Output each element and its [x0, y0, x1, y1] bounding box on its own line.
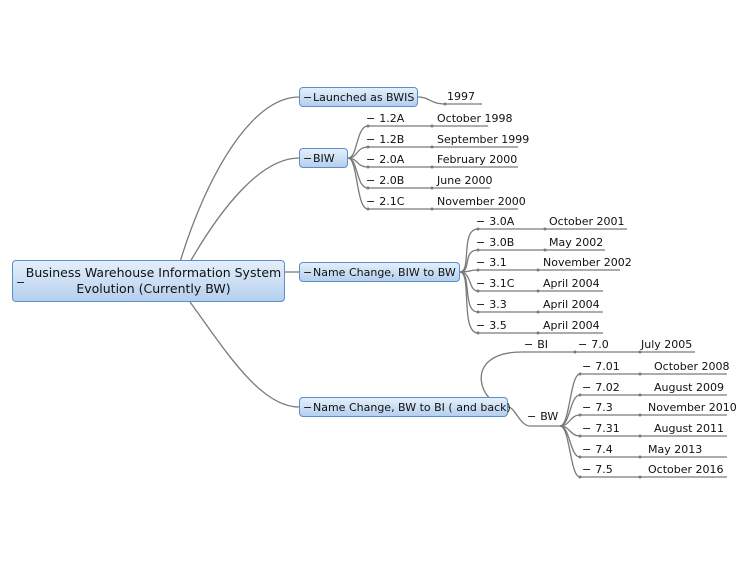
version-node[interactable]: −3.1 — [476, 256, 507, 269]
version-node[interactable]: −1.2B — [366, 133, 405, 146]
leaf-date: November 2010 — [648, 401, 737, 414]
leaf-date: April 2004 — [543, 319, 600, 332]
leaf-date: August 2011 — [654, 422, 724, 435]
version-node[interactable]: −7.5 — [582, 463, 613, 476]
collapse-toggle[interactable]: − — [303, 152, 313, 165]
collapse-toggle[interactable]: − — [303, 266, 313, 279]
version-node[interactable]: −7.01 — [582, 360, 620, 373]
leaf-date: 1997 — [447, 90, 475, 103]
version-node[interactable]: −3.0B — [476, 236, 515, 249]
version-node[interactable]: −3.3 — [476, 298, 507, 311]
leaf-date: May 2013 — [648, 443, 703, 456]
leaf-date: April 2004 — [543, 277, 600, 290]
branch-label: Name Change, BW to BI ( and back) — [313, 400, 511, 414]
version-node[interactable]: −2.0B — [366, 174, 405, 187]
branch-label: BIW — [313, 151, 335, 165]
version-node[interactable]: −7.3 — [582, 401, 613, 414]
root-label-line1: Business Warehouse Information System — [25, 265, 282, 280]
version-node[interactable]: −7.02 — [582, 381, 620, 394]
leaf-date: October 2016 — [648, 463, 724, 476]
version-node[interactable]: −1.2A — [366, 112, 405, 125]
subbranch-node-bi[interactable]: −BI — [524, 338, 549, 351]
root-node[interactable]: − Business Warehouse Information System … — [12, 260, 285, 302]
leaf-date: October 2008 — [654, 360, 730, 373]
root-label: Business Warehouse Information System Ev… — [23, 265, 284, 297]
root-label-line2: Evolution (Currently BW) — [76, 281, 231, 296]
connector-root-bwis — [179, 96, 300, 263]
version-node[interactable]: −2.0A — [366, 153, 405, 166]
version-node[interactable]: −7.0 — [578, 338, 609, 351]
leaf-date: November 2002 — [543, 256, 632, 269]
branch-label: Launched as BWIS — [313, 90, 415, 104]
version-node[interactable]: −3.1C — [476, 277, 515, 290]
leaf-date: August 2009 — [654, 381, 724, 394]
leaf-date: April 2004 — [543, 298, 600, 311]
collapse-toggle[interactable]: − — [303, 401, 313, 414]
version-node[interactable]: −7.31 — [582, 422, 620, 435]
leaf-date: May 2002 — [549, 236, 604, 249]
branch-node-bw-to-bi[interactable]: − Name Change, BW to BI ( and back) — [299, 397, 511, 417]
leaf-date: October 1998 — [437, 112, 513, 125]
collapse-toggle[interactable]: − — [16, 276, 26, 289]
subbranch-node-bw[interactable]: −BW — [527, 410, 559, 423]
connector-root-bw-to-bi — [189, 301, 300, 408]
leaf-date: November 2000 — [437, 195, 526, 208]
leaf-date: July 2005 — [641, 338, 693, 351]
version-node[interactable]: −7.4 — [582, 443, 613, 456]
leaf-date: June 2000 — [437, 174, 493, 187]
leaf-date: September 1999 — [437, 133, 530, 146]
branch-node-bwis[interactable]: − Launched as BWIS — [299, 87, 418, 107]
leaf-date: October 2001 — [549, 215, 625, 228]
version-node[interactable]: −3.5 — [476, 319, 507, 332]
connector-root-biw — [189, 157, 300, 263]
collapse-toggle[interactable]: − — [303, 91, 313, 104]
branch-node-biw[interactable]: − BIW — [299, 148, 348, 168]
version-node[interactable]: −3.0A — [476, 215, 515, 228]
branch-label: Name Change, BIW to BW — [313, 265, 456, 279]
version-node[interactable]: −2.1C — [366, 195, 405, 208]
branch-node-biw-to-bw[interactable]: − Name Change, BIW to BW — [299, 262, 460, 282]
leaf-date: February 2000 — [437, 153, 518, 166]
